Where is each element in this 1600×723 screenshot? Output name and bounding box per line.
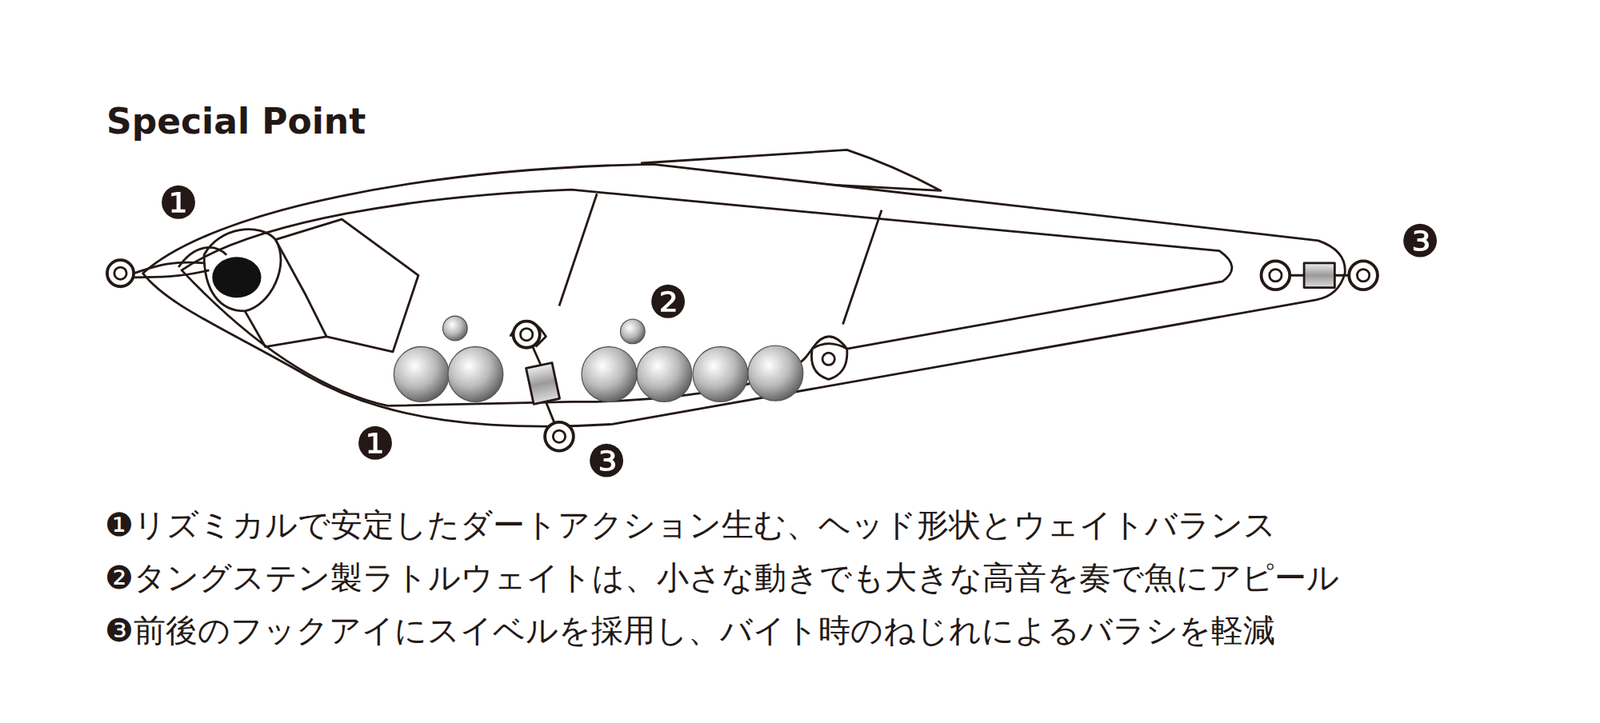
callout-number: ❸ [1400, 219, 1440, 264]
callout-number: ❶ [355, 421, 396, 467]
feature-note: ❷タングステン製ラトルウェイトは、小さな動きでも大きな高音を奏で魚にアピール [104, 558, 1340, 597]
callout-number: ❸ [586, 439, 627, 484]
callout-number: ❶ [158, 180, 199, 226]
callout-number: ❷ [648, 280, 688, 325]
feature-note: ❶リズミカルで安定したダートアクション生む、ヘッド形状とウェイトバランス [104, 505, 1276, 544]
feature-note: ❸前後のフックアイにスイベルを採用し、バイト時のねじれによるバラシを軽減 [104, 611, 1276, 650]
diagram-title: Special Point [106, 100, 366, 144]
